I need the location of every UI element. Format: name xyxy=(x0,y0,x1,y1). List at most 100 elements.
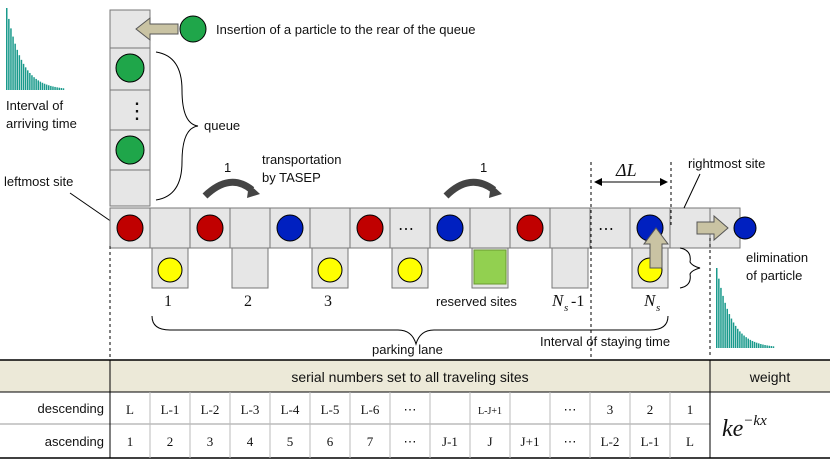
table-cell: J xyxy=(487,434,492,449)
lane-site xyxy=(589,207,631,249)
histogram-bar xyxy=(743,335,745,348)
histogram-bar xyxy=(766,345,768,348)
lane-dots: ⋯ xyxy=(598,221,614,238)
staying-label: Interval of staying time xyxy=(540,334,670,349)
histogram-bar xyxy=(720,287,722,348)
staying-brace xyxy=(679,247,701,289)
histogram-bar xyxy=(718,278,720,348)
delta-label: ΔL xyxy=(615,160,637,180)
table-cell: 2 xyxy=(167,434,174,449)
histogram-bar xyxy=(739,331,741,348)
table-cell: L xyxy=(686,434,694,449)
parked-particle xyxy=(157,257,183,283)
hop-rate-1: 1 xyxy=(224,160,231,175)
histogram-bar xyxy=(41,82,44,90)
histogram-bar xyxy=(762,344,764,348)
table-cell: L-4 xyxy=(281,402,300,417)
weight-header: weight xyxy=(749,369,791,385)
lane-site xyxy=(229,207,271,249)
rightmost-label: rightmost site xyxy=(688,156,765,171)
histogram-bar xyxy=(758,343,760,348)
histogram-bar xyxy=(16,49,18,90)
histogram-bar xyxy=(734,325,737,348)
histogram-bar xyxy=(753,341,756,348)
ns-minus-label-one: -1 xyxy=(571,293,584,310)
histogram-bar xyxy=(35,78,37,90)
histogram-bar xyxy=(716,268,718,348)
histogram-bar xyxy=(54,86,56,90)
histogram-bar xyxy=(48,85,50,90)
parking-brace xyxy=(151,315,669,346)
row-label-ascending: ascending xyxy=(45,434,104,449)
histogram-bar xyxy=(745,337,747,348)
histogram-bar xyxy=(730,318,733,348)
interval-arriving-label-2: arriving time xyxy=(6,116,77,131)
histogram-bar xyxy=(60,88,63,90)
table-cell: ⋯ xyxy=(404,402,417,417)
histogram-bar xyxy=(56,87,58,90)
histogram-bar xyxy=(33,77,35,90)
lane-site xyxy=(149,207,191,249)
histogram-bar xyxy=(20,59,23,90)
histogram-bar xyxy=(12,36,14,90)
table-cell: 1 xyxy=(127,434,134,449)
histogram-bar xyxy=(764,345,766,348)
parking-number-1: 1 xyxy=(164,293,172,310)
table-cell: L-5 xyxy=(321,402,340,417)
histogram-bar xyxy=(751,340,754,348)
queue-column: ⋮ xyxy=(109,9,151,207)
histogram-bar xyxy=(37,80,39,90)
histogram-bar xyxy=(58,87,60,90)
reserved-label: reserved sites xyxy=(436,294,517,309)
lane-particle xyxy=(516,214,544,242)
table-header: serial numbers set to all traveling site… xyxy=(291,369,528,385)
parking-site xyxy=(551,247,589,289)
elimination-label-2: of particle xyxy=(746,268,802,283)
transport-label-1: transportation xyxy=(262,152,342,167)
parked-particle xyxy=(317,257,343,283)
lane-site xyxy=(309,207,351,249)
table-cell: 3 xyxy=(207,434,214,449)
ns-minus-label-sub: s xyxy=(564,302,568,314)
table-cell: L-3 xyxy=(241,402,260,417)
histogram-bar xyxy=(43,83,46,90)
staying-histogram xyxy=(716,268,775,348)
leftmost-label: leftmost site xyxy=(4,174,73,189)
exit-arrow xyxy=(696,214,729,242)
histogram-bar xyxy=(728,314,731,348)
histogram-bar xyxy=(741,333,743,348)
lane-site xyxy=(549,207,591,249)
parked-particle xyxy=(397,257,423,283)
histogram-bar xyxy=(724,302,726,348)
histogram-bar xyxy=(29,72,31,90)
histogram-bar xyxy=(747,338,749,348)
lane-particle xyxy=(116,214,144,242)
table-cell: ⋯ xyxy=(404,434,417,449)
insertion-label: Insertion of a particle to the rear of t… xyxy=(216,22,475,37)
histogram-bar xyxy=(24,67,27,90)
table-header-bg xyxy=(0,360,830,392)
table-cell: L xyxy=(126,402,134,417)
parking-number-3: 3 xyxy=(324,293,332,310)
lane-site xyxy=(469,207,511,249)
histogram-bar xyxy=(27,70,29,90)
histogram-bar xyxy=(31,75,33,90)
rightmost-pointer xyxy=(683,173,701,209)
histogram-bar xyxy=(726,308,728,348)
histogram-bar xyxy=(722,295,724,348)
ns-label-n: N xyxy=(643,291,657,310)
histogram-bar xyxy=(737,328,739,348)
elimination-label-1: elimination xyxy=(746,250,808,265)
ns-minus-label-n: N xyxy=(551,291,565,310)
histogram-bar xyxy=(14,43,16,90)
reserved-site xyxy=(473,249,507,285)
table-cell: L-J+1 xyxy=(478,406,502,417)
ns-label-sub: s xyxy=(656,302,660,314)
incoming-particle xyxy=(179,15,207,43)
histogram-bar xyxy=(18,55,21,90)
transport-label-2: by TASEP xyxy=(262,170,321,185)
table-cell: J+1 xyxy=(521,434,540,449)
histogram-bar xyxy=(755,342,758,348)
queue-particle xyxy=(115,53,145,83)
